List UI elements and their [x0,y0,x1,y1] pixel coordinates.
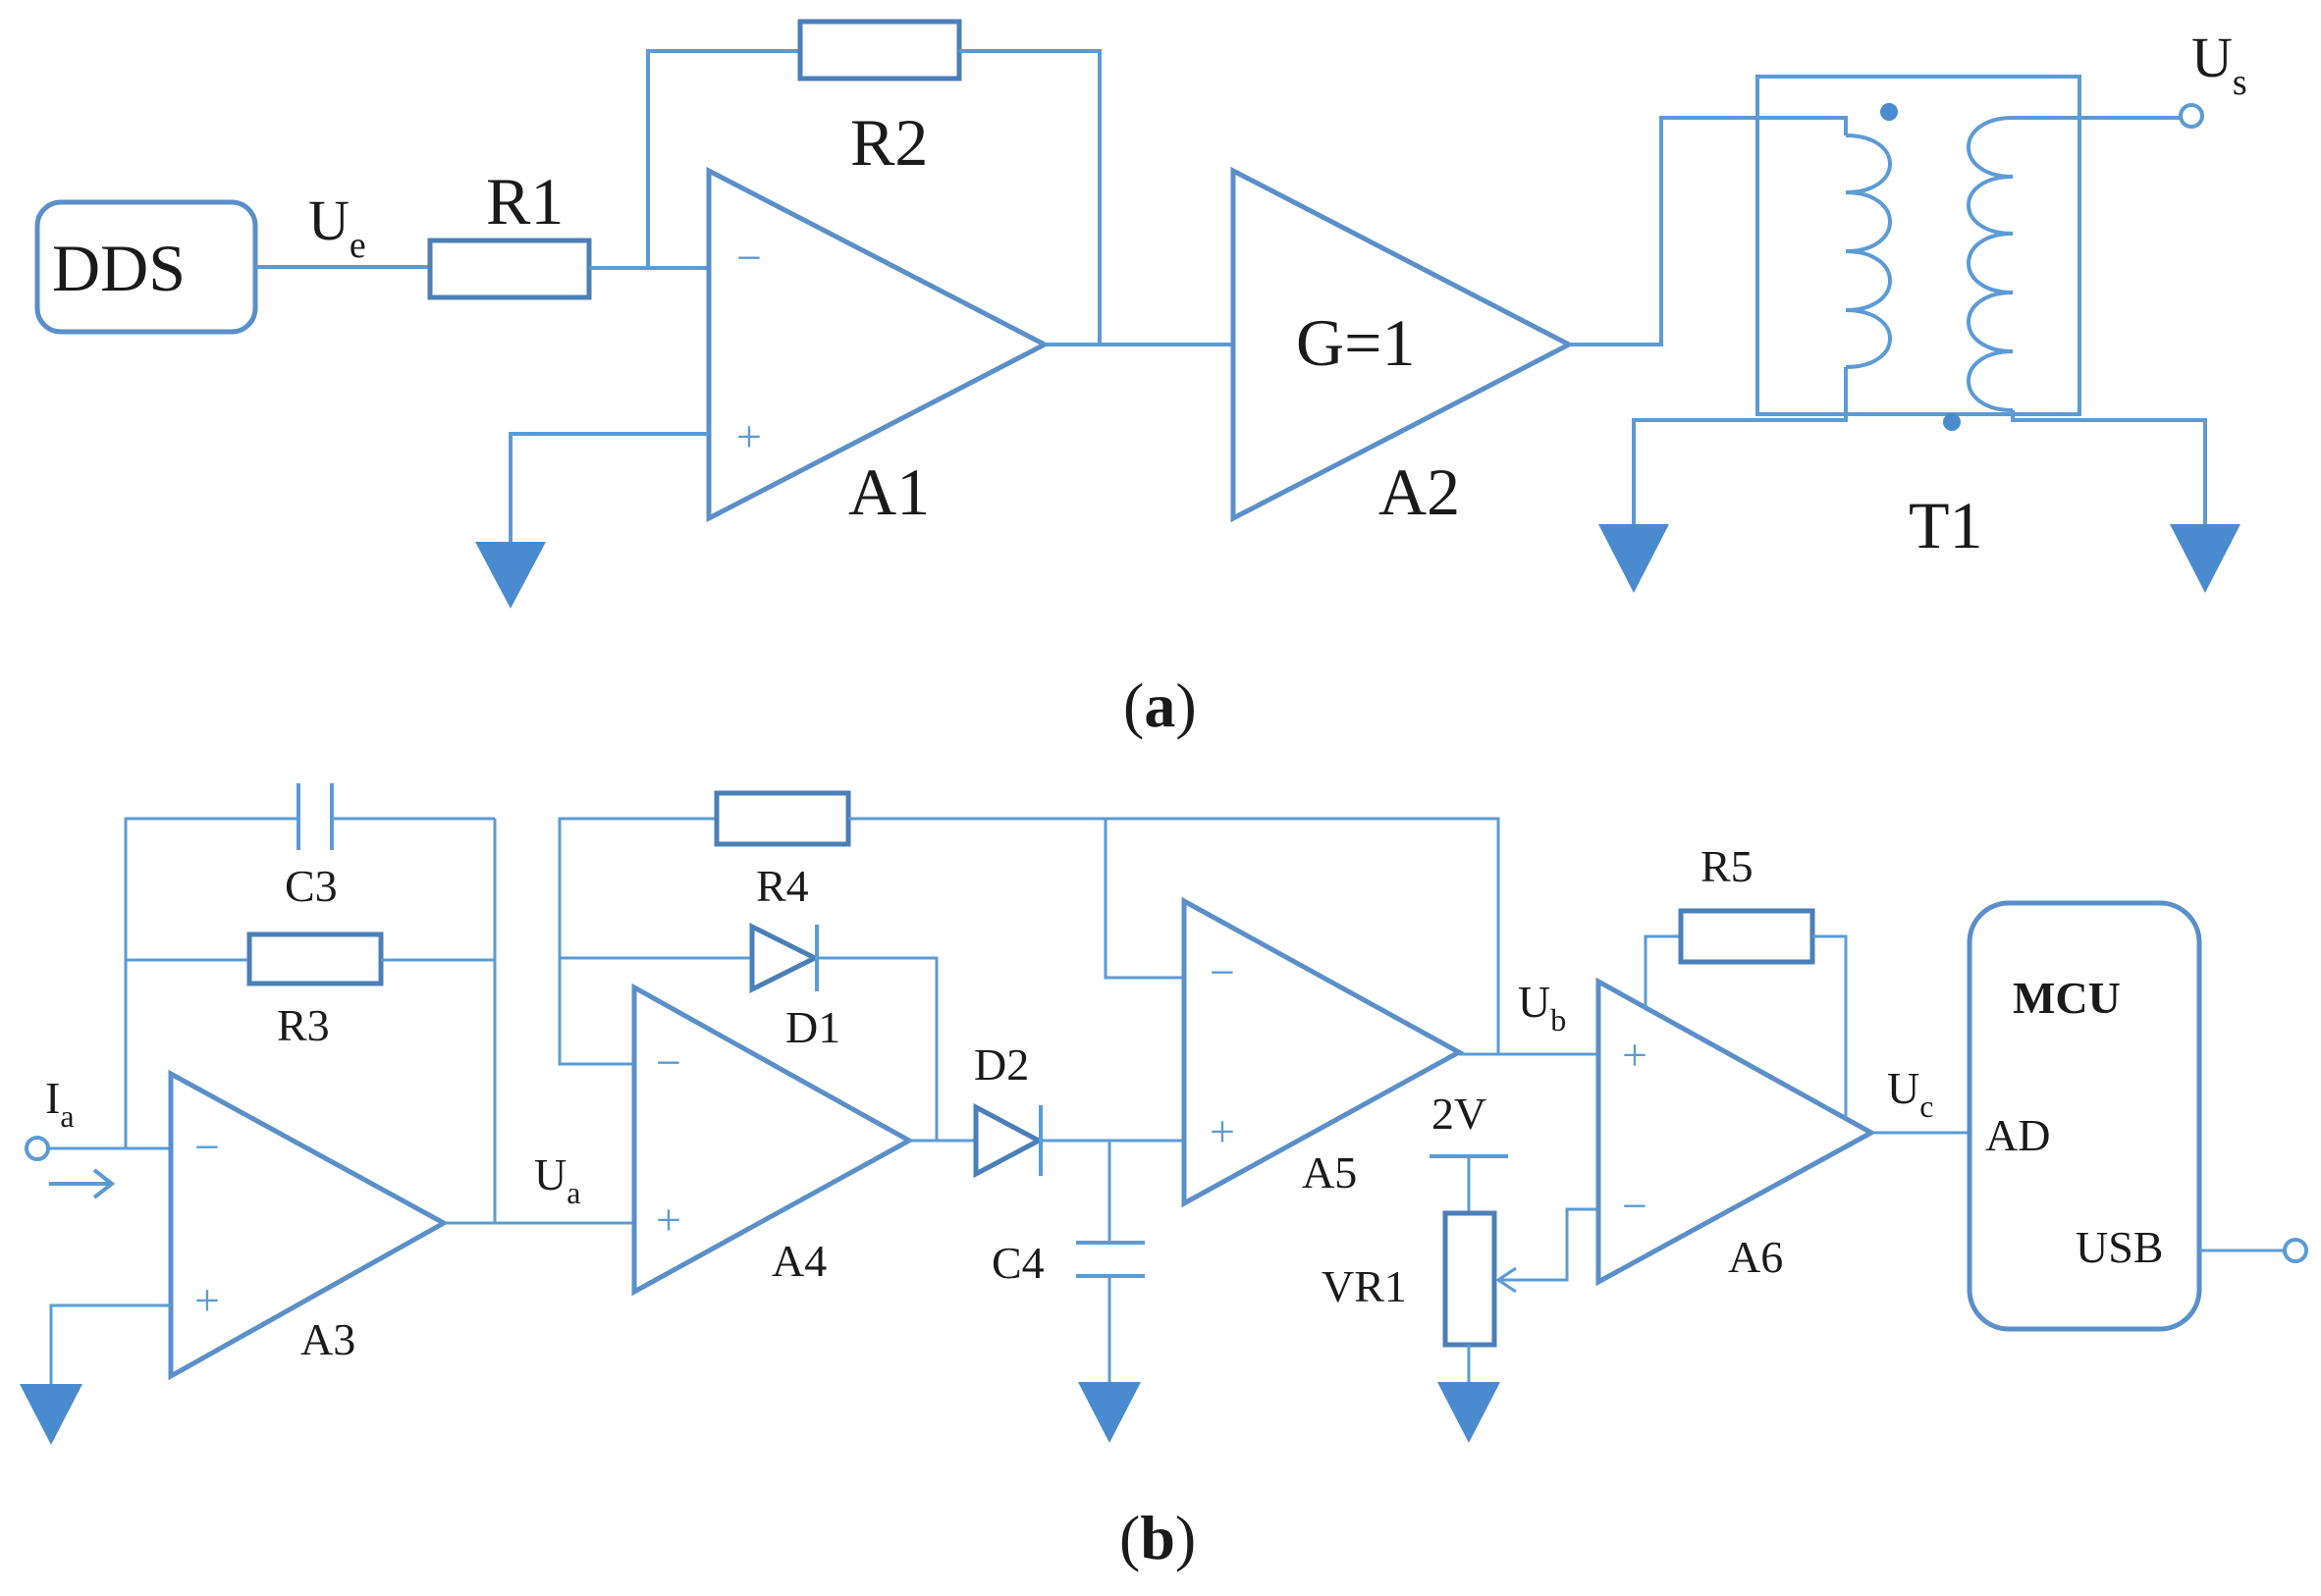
resistor-r2 [797,19,962,81]
panel-b: Ia C3 R3 − + A3 Ua − + A4 [20,783,2308,1572]
opamp-a2 [1230,166,1575,523]
resistor-r4 [714,790,851,847]
a4-minus: − [656,1037,681,1088]
caption-b: (b) [1119,1503,1196,1572]
c3-label: C3 [285,861,338,911]
ia-arrow-head [92,1168,116,1199]
ua-label: Ua [534,1149,580,1210]
wire-a1-plus-ground [509,432,709,550]
t1-label: T1 [1909,488,1983,562]
ground-a1 [475,542,546,609]
r2-label: R2 [850,105,928,180]
usb-label: USB [2076,1222,2163,1272]
a1-plus: + [736,411,762,461]
wire-a3-plus-ground [49,1303,171,1390]
ground-t1-primary [1598,524,1669,593]
wire-secondary-ground [2011,410,2207,530]
diode-d1 [749,922,821,994]
a6-plus: + [1622,1030,1647,1080]
vr1-label: VR1 [1322,1261,1407,1311]
wire-r4-right [848,817,1500,1054]
a1-minus: − [736,233,762,283]
wire-a4-minus-node [558,817,717,1066]
wire-r5-left [1644,934,1681,1007]
wire-a5-minus-feedback [1104,819,1184,980]
r4-label: R4 [756,861,809,911]
a4-label: A4 [772,1236,827,1286]
wire-a3-feedback-outer [124,817,297,1148]
d1-label: D1 [785,1002,840,1052]
a5-minus: − [1210,947,1235,997]
panel-a: DDS Ue R1 R2 − + A1 G=1 A2 [34,19,2247,740]
r3-label: R3 [277,1000,330,1050]
ub-label: Ub [1518,977,1566,1037]
ground-c4 [1078,1382,1141,1443]
usb-terminal [2283,1238,2308,1263]
ad-label: AD [1985,1110,2050,1160]
a3-label: A3 [300,1314,355,1364]
resistor-r1 [427,238,592,300]
a5-plus: + [1210,1106,1235,1156]
a6-minus: − [1622,1181,1647,1231]
opamp-a5 [1181,896,1465,1208]
gain-label: G=1 [1296,305,1415,380]
primary-dot [1880,103,1898,121]
ground-a3 [20,1384,82,1445]
opamp-a1 [706,166,1051,523]
diode-d2 [973,1102,1045,1179]
a4-plus: + [656,1195,681,1245]
dds-label: DDS [52,231,186,305]
ia-terminal [25,1136,50,1161]
transformer-t1 [1755,75,2081,416]
opamp-a6 [1595,977,1877,1287]
a3-plus: + [194,1275,220,1325]
r5-label: R5 [1700,841,1754,891]
ground-vr1 [1437,1382,1500,1443]
mcu-label: MCU [2013,973,2121,1023]
v2-label: 2V [1431,1089,1486,1139]
a6-label: A6 [1728,1232,1783,1282]
wire-vr1-wiper [1498,1207,1598,1282]
ground-t1-secondary [2170,524,2240,593]
opamp-a4 [631,983,915,1297]
potentiometer-vr1 [1442,1210,1497,1348]
a5-label: A5 [1302,1147,1357,1197]
a2-label: A2 [1378,454,1460,529]
wire-d1-right [817,956,939,1141]
us-label: Us [2191,26,2247,103]
r1-label: R1 [486,164,564,239]
wire-feedback-a1 [646,49,800,268]
resistor-r3 [246,931,384,986]
c4-label: C4 [992,1238,1045,1288]
us-terminal [2179,103,2204,129]
wire-feedback-a1-out [959,49,1102,346]
primary-coil [1845,133,1892,369]
vr1-wiper-arrow [1495,1266,1517,1294]
a1-label: A1 [848,454,930,529]
wire-primary-ground [1632,367,1848,530]
a3-minus: − [194,1122,220,1172]
uc-label: Uc [1887,1063,1933,1124]
mcu-block [1967,900,2202,1332]
ia-label: Ia [45,1073,75,1134]
caption-a: (a) [1123,670,1197,740]
d2-label: D2 [974,1039,1029,1090]
secondary-dot [1943,413,1961,431]
opamp-a3 [168,1069,450,1381]
wire-a2-t1 [1569,116,1848,346]
resistor-r5 [1678,908,1815,965]
secondary-coil [1967,116,2014,412]
ue-label: Ue [308,188,366,266]
wire-r5-right [1812,934,1848,1119]
